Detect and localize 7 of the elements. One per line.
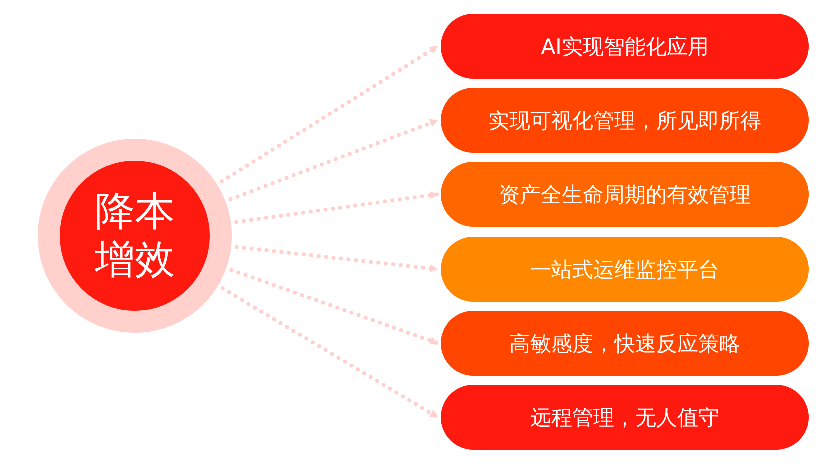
benefit-text: 资产全生命周期的有效管理 [499, 182, 751, 208]
goal-text: 降本增效 [94, 188, 176, 284]
benefit-text: 高敏感度，快速反应策略 [510, 330, 740, 358]
benefit-text: 一站式运维监控平台 [530, 256, 720, 284]
benefit-text: 实现可视化管理，所见即所得 [488, 108, 762, 134]
benefit-text: AI实现智能化应用 [541, 34, 709, 60]
benefit-text: 远程管理，无人值守 [530, 404, 720, 432]
